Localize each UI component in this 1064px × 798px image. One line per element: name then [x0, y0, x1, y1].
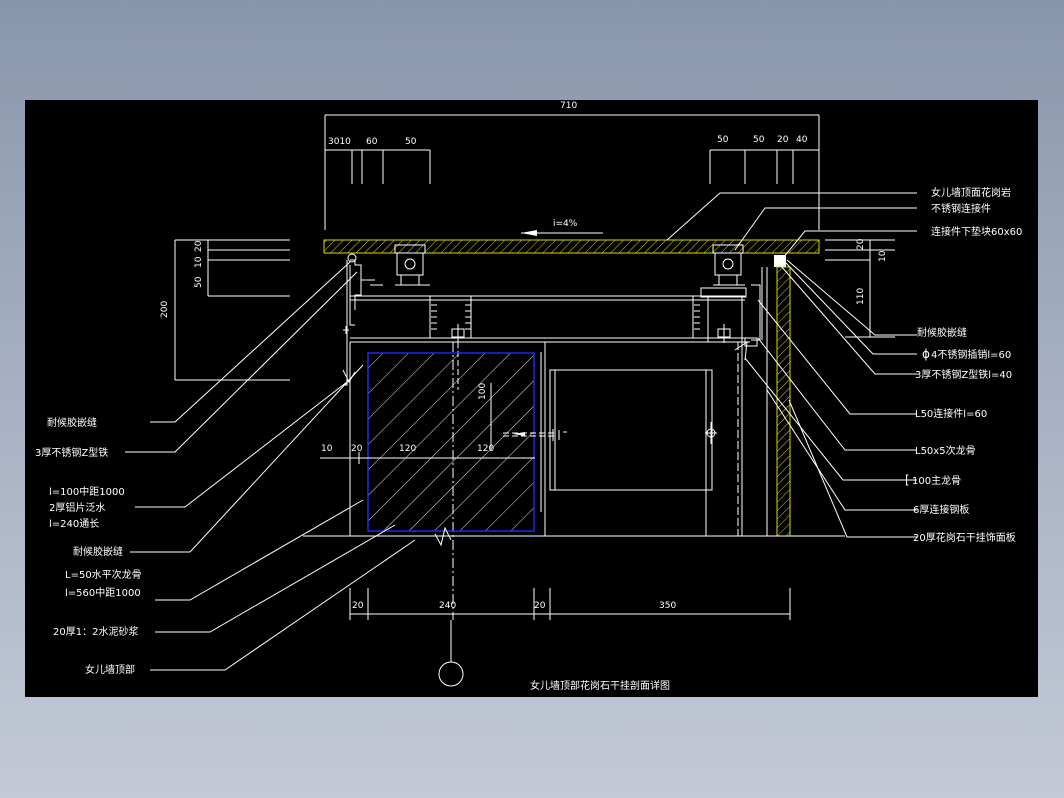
dim-total: 710	[560, 101, 577, 111]
right-labels: 女儿墙顶面花岗岩 不锈钢连接件 连接件下垫块60x60 耐候胶嵌缝 ϕ 4不锈钢…	[905, 186, 1022, 544]
inner-dimensions: 10 20 120 120 100	[320, 383, 535, 464]
dim-left-50: 50	[194, 276, 204, 288]
label-pad-block: 连接件下垫块60x60	[931, 225, 1022, 238]
bottom-dimensions: 20 240 20 350	[349, 588, 791, 620]
dim-top-right-3: 20	[777, 135, 789, 145]
dim-top-left-2: 60	[366, 137, 378, 147]
left-leaders	[125, 261, 416, 671]
label-dia-symbol: ϕ	[922, 347, 930, 361]
label-horizontal-keel: L=50水平次龙骨	[65, 568, 142, 581]
left-bracket	[394, 244, 430, 286]
label-steel-connector: 不锈钢连接件	[931, 202, 991, 215]
dim-top-right-4: 40	[796, 135, 808, 145]
ground-line	[303, 526, 845, 547]
dim-right-110: 110	[856, 288, 866, 305]
drawing-title: 女儿墙顶部花岗石干挂剖面详图	[530, 679, 670, 692]
label-granite-top: 女儿墙顶面花岗岩	[931, 186, 1011, 199]
dim-mid-100: 100	[478, 383, 488, 400]
dim-top-right-2: 50	[753, 135, 765, 145]
label-aluminum-flashing: 2厚铝片泛水	[49, 501, 105, 514]
granite-coping	[323, 239, 820, 254]
left-dimensions: 200 20 10 50	[160, 239, 290, 381]
label-l240: l=240通长	[49, 518, 99, 530]
dim-inner-20: 20	[351, 444, 363, 454]
dim-left-10: 10	[194, 256, 204, 268]
right-leaders	[666, 192, 917, 538]
label-pin: 4不锈钢插销l=60	[931, 348, 1011, 361]
label-spacing-1000: l=100中距1000	[49, 485, 125, 498]
label-secondary-keel: L50x5次龙骨	[915, 444, 976, 457]
label-steel-plate: 6厚连接钢板	[913, 503, 969, 516]
label-spacing-560: l=560中距1000	[65, 586, 141, 599]
dim-top-left-3: 50	[405, 137, 417, 147]
dim-left-200: 200	[160, 301, 170, 318]
right-bracket	[712, 244, 745, 286]
main-keel	[549, 342, 743, 536]
anchor-bolt	[503, 429, 567, 441]
dim-right-20: 20	[856, 238, 866, 250]
dim-bottom-240: 240	[439, 601, 456, 611]
dim-right-10: 10	[878, 250, 888, 262]
label-z-iron-right: 3厚不锈钢Z型铁l=40	[915, 368, 1012, 381]
dim-top-left-1: 3010	[328, 137, 351, 147]
dim-left-20: 20	[194, 240, 204, 252]
dim-inner-10: 10	[321, 444, 333, 454]
dim-inner-120b: 120	[477, 444, 494, 454]
dim-bottom-20b: 20	[534, 601, 546, 611]
dim-bottom-20a: 20	[352, 601, 364, 611]
label-granite-panel: 20厚花岗石干挂饰面板	[913, 531, 1016, 544]
dim-top-right-1: 50	[717, 135, 729, 145]
slope-arrow: i=4%	[521, 219, 603, 236]
label-weather-sealant-right: 耐候胶嵌缝	[917, 326, 967, 339]
label-weather-sealant-left-2: 耐候胶嵌缝	[73, 545, 123, 558]
label-weather-sealant-left-1: 耐候胶嵌缝	[47, 416, 97, 429]
right-dimensions: 20 10 110	[825, 238, 895, 338]
label-cement-mortar: 20厚1：2水泥砂浆	[53, 625, 138, 638]
top-dimensions: 710 3010 60 50 50 50 20 40	[324, 101, 820, 230]
label-parapet-top: 女儿墙顶部	[85, 663, 135, 676]
label-main-keel: 100主龙骨	[912, 474, 961, 487]
cad-viewport[interactable]: 710 3010 60 50 50 50 20 40 200 20 10 50 …	[25, 100, 1038, 697]
label-channel-symbol: [	[905, 473, 910, 487]
section-drawing: 710 3010 60 50 50 50 20 40 200 20 10 50 …	[35, 101, 1022, 692]
label-z-iron-left: 3厚不锈钢Z型铁	[35, 446, 108, 459]
parapet-wall	[349, 342, 546, 536]
right-cladding	[734, 266, 791, 537]
slope-label: i=4%	[553, 219, 578, 229]
left-labels: 耐候胶嵌缝 3厚不锈钢Z型铁 l=100中距1000 2厚铝片泛水 l=240通…	[35, 416, 142, 676]
axis-bubble	[438, 620, 464, 687]
dim-bottom-350: 350	[659, 601, 676, 611]
dim-inner-120a: 120	[399, 444, 416, 454]
label-l50-connector: L50连接件l=60	[915, 407, 987, 420]
